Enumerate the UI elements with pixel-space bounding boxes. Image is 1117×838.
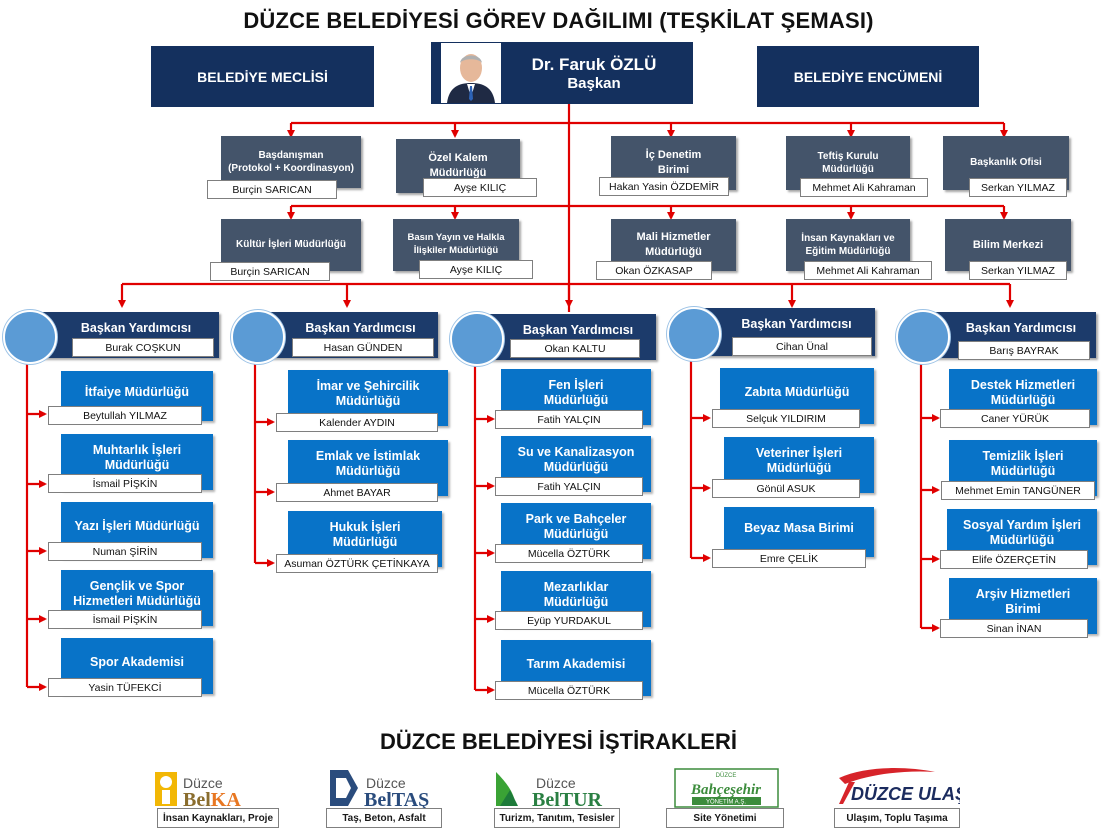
person-zabita: Selçuk YILDIRIM (712, 409, 860, 428)
person-spor-akademisi: Yasin TÜFEKCİ (48, 678, 202, 697)
svg-text:Bahçeşehir: Bahçeşehir (690, 782, 761, 798)
person-teftis: Mehmet Ali Kahraman (800, 178, 928, 197)
svg-text:Düzce: Düzce (536, 775, 576, 791)
deputy-circle-icon (3, 310, 57, 364)
deputy-circle-icon (896, 310, 950, 364)
affiliate-caption-beltur: Turizm, Tanıtım, Tesisler (494, 808, 620, 828)
mayor-role: Başkan (567, 74, 621, 92)
person-basin-yayin: Ayşe KILIÇ (419, 260, 533, 279)
person-temizlik-isleri: Mehmet Emin TANGÜNER (941, 481, 1095, 500)
person-basdanisman: Burçin SARICAN (207, 180, 337, 199)
person-genclik-spor: İsmail PİŞKİN (48, 610, 202, 629)
mayor-box: Dr. Faruk ÖZLÜ Başkan (431, 42, 693, 104)
deputy-title: Başkan Yardımcısı (741, 317, 852, 331)
beltas-logo-icon: Düzce BelTAŞ (330, 770, 429, 808)
svg-text:DÜZCE: DÜZCE (716, 772, 737, 779)
person-veteriner: Gönül ASUK (712, 479, 860, 498)
person-yazi-isleri: Numan ŞİRİN (48, 542, 202, 561)
svg-text:BelTAŞ: BelTAŞ (364, 789, 429, 808)
deputy-name-4: Cihan Ünal (732, 337, 872, 356)
deputy-circle-icon (450, 312, 504, 366)
person-ozel-kalem: Ayşe KILIÇ (423, 178, 537, 197)
person-itfaiye: Beytullah YILMAZ (48, 406, 202, 425)
deputy-title: Başkan Yardımcısı (305, 321, 416, 335)
person-mali-hizmetler: Okan ÖZKASAP (596, 261, 712, 280)
mayor-name: Dr. Faruk ÖZLÜ (531, 54, 657, 74)
mayor-photo (441, 43, 501, 103)
deputy-circle-icon (231, 310, 285, 364)
svg-text:YÖNETİM A.Ş.: YÖNETİM A.Ş. (706, 799, 746, 806)
svg-text:Düzce: Düzce (183, 775, 223, 791)
person-mezarliklar: Eyüp YURDAKUL (495, 611, 643, 630)
deputy-title: Başkan Yardımcısı (522, 323, 634, 337)
person-kultur: Burçin SARICAN (210, 262, 330, 281)
person-hukuk: Asuman ÖZTÜRK ÇETİNKAYA (276, 554, 438, 573)
deputy-name-5: Barış BAYRAK (958, 341, 1090, 360)
person-su-kanalizasyon: Fatih YALÇIN (495, 477, 643, 496)
person-beyaz-masa: Emre ÇELİK (712, 549, 866, 568)
deputy-circle-icon (667, 307, 721, 361)
deputy-name-1: Burak COŞKUN (72, 338, 214, 357)
beltur-logo-icon: Düzce BelTUR (496, 772, 603, 808)
deputy-title: Başkan Yardımcısı (80, 321, 192, 335)
bahcesehir-logo-icon: DÜZCE Bahçeşehir YÖNETİM A.Ş. (674, 768, 779, 808)
person-ic-denetim: Hakan Yasin ÖZDEMİR (599, 177, 729, 196)
affiliates-title: DÜZCE BELEDİYESİ İŞTİRAKLERİ (380, 729, 737, 754)
person-arsiv-hizmetleri: Sinan İNAN (940, 619, 1088, 638)
committee-box: BELEDİYE ENCÜMENİ (757, 46, 979, 107)
person-baskanlik-ofisi: Serkan YILMAZ (969, 178, 1067, 197)
council-box: BELEDİYE MECLİSİ (151, 46, 374, 107)
person-bilim-merkezi: Serkan YILMAZ (969, 261, 1067, 280)
person-fen-isleri: Fatih YALÇIN (495, 410, 643, 429)
person-emlak: Ahmet BAYAR (276, 483, 438, 502)
person-destek-hizmetleri: Caner YÜRÜK (940, 409, 1090, 428)
svg-text:Düzce: Düzce (366, 775, 406, 791)
belka-logo-icon: Düzce BelKA (155, 772, 241, 808)
person-imar: Kalender AYDIN (276, 413, 438, 432)
person-muhtarlik: İsmail PİŞKİN (48, 474, 202, 493)
affiliate-caption-bahcesehir: Site Yönetimi (666, 808, 784, 828)
svg-text:BelKA: BelKA (183, 789, 241, 808)
svg-text:DÜZCE ULAŞIM: DÜZCE ULAŞIM (851, 784, 960, 804)
person-insan-kaynaklari: Mehmet Ali Kahraman (804, 261, 932, 280)
person-tarim-akademisi: Mücella ÖZTÜRK (495, 681, 643, 700)
affiliate-caption-belka: İnsan Kaynakları, Proje (157, 808, 279, 828)
ulasim-logo-icon: DÜZCE ULAŞIM (839, 768, 960, 804)
person-sosyal-yardim: Elife ÖZERÇETİN (940, 550, 1088, 569)
deputy-title: Başkan Yardımcısı (965, 321, 1077, 335)
page-title: DÜZCE BELEDİYESİ GÖREV DAĞILIMI (TEŞKİLA… (243, 8, 874, 33)
unit-basdanisman: Başdanışman (Protokol + Koordinasyon) (221, 136, 361, 188)
unit-beyaz-masa: Beyaz Masa Birimi (724, 507, 874, 557)
deputy-name-2: Hasan GÜNDEN (292, 338, 434, 357)
svg-text:BelTUR: BelTUR (532, 789, 603, 808)
deputy-name-3: Okan KALTU (510, 339, 640, 358)
person-park-bahceler: Mücella ÖZTÜRK (495, 544, 643, 563)
affiliate-caption-ulasim: Ulaşım, Toplu Taşıma (834, 808, 960, 828)
affiliate-caption-beltas: Taş, Beton, Asfalt (326, 808, 442, 828)
